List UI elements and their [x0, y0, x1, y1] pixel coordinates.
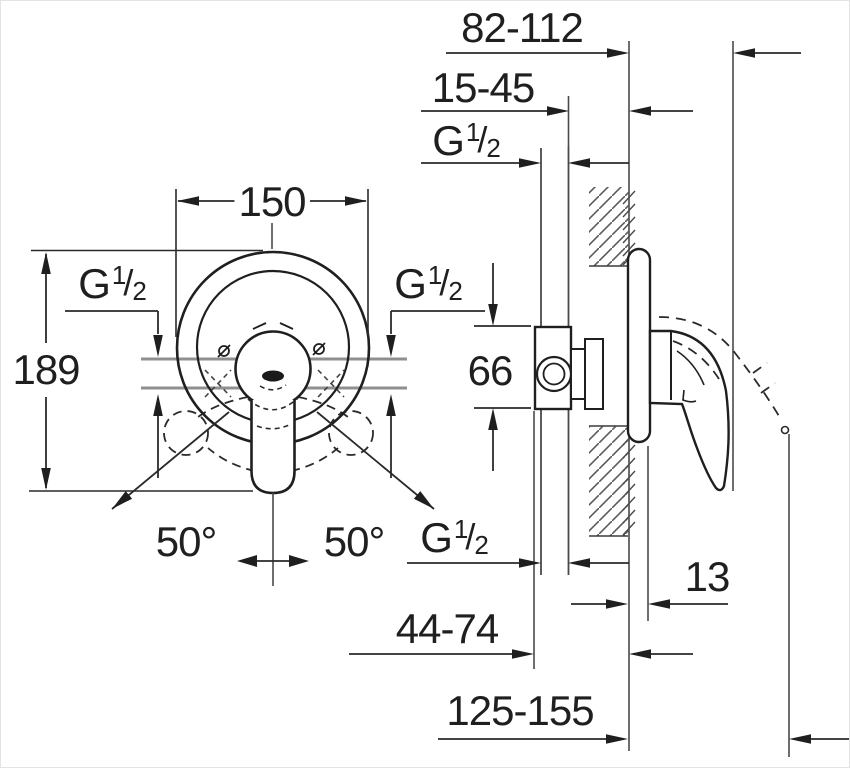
valve-extension	[584, 338, 604, 410]
thread-label-side-top: G1/2	[428, 119, 504, 162]
side-view	[349, 41, 849, 757]
handle-index-marks	[252, 322, 294, 330]
side-dimensions	[349, 48, 849, 744]
swing-angle-rays	[111, 411, 435, 567]
thread-label-front-left: G1/2	[74, 262, 150, 305]
wall-hatch-upper	[589, 187, 629, 266]
escutcheon-screws	[217, 342, 326, 358]
supply-pipe-side	[540, 146, 570, 575]
front-view	[29, 189, 485, 586]
dim-label-wall-to-handle: 82-112	[457, 7, 587, 49]
valve-body	[533, 325, 604, 411]
wall-hatch-lower	[589, 426, 629, 536]
wall-section	[589, 187, 636, 537]
handle-front	[234, 322, 312, 495]
valve-stem	[570, 348, 586, 400]
handle-lever-front	[250, 400, 296, 495]
handle-mouth	[262, 370, 284, 382]
connection-crosses	[204, 369, 345, 398]
angle-label-right: 50°	[319, 521, 389, 563]
dim-label-max-projection: 125-155	[442, 690, 598, 732]
front-dimensions	[29, 189, 485, 492]
dim-label-escutcheon-depth: 13	[680, 556, 734, 598]
dim-label-body-to-wall: 44-74	[391, 608, 503, 650]
center-lines	[271, 223, 274, 586]
thread-label-front-right: G1/2	[390, 262, 466, 305]
handle-swing-dashed	[658, 316, 783, 422]
escutcheon-side	[626, 247, 652, 444]
handle-dome	[234, 330, 312, 408]
dim-label-body-height: 66	[463, 350, 517, 392]
dim-label-plaster-depth: 15-45	[427, 67, 539, 109]
handle-swing-endpoint	[780, 425, 790, 435]
handle-side	[648, 316, 790, 492]
angle-label-left: 50°	[151, 521, 221, 563]
dim-label-diameter: 150	[234, 181, 310, 223]
thread-label-side-bottom: G1/2	[416, 516, 492, 559]
dim-label-height: 189	[8, 349, 84, 391]
